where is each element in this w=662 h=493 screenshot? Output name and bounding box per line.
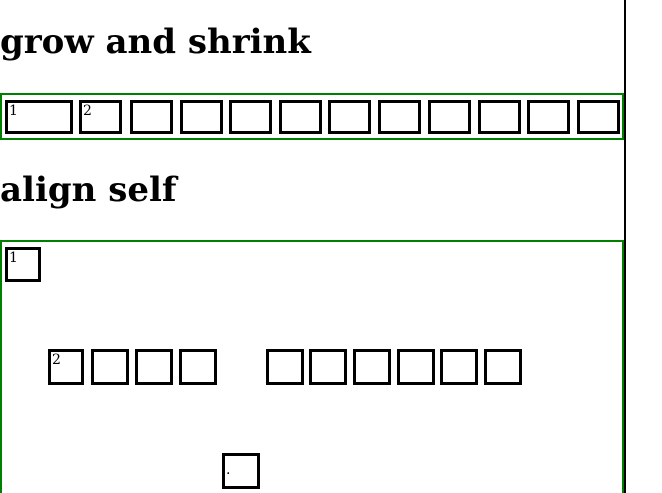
grow-item-12 [577,100,620,134]
align-self-heading: align self [0,170,177,210]
align-item-3 [91,349,129,385]
grow-shrink-flex-container: 1 2 [0,93,624,140]
grow-item-2: 2 [79,100,122,134]
align-item-8 [353,349,391,385]
align-item-9 [397,349,435,385]
grow-item-5 [229,100,272,134]
align-item-5 [179,349,217,385]
align-item-7 [309,349,347,385]
align-self-flex-container: 1 2 . [0,240,624,493]
align-item-10 [440,349,478,385]
align-item-2: 2 [48,349,84,385]
align-item-6 [266,349,304,385]
grow-item-4 [180,100,223,134]
grow-item-3 [130,100,173,134]
align-item-1: 1 [5,247,41,282]
grow-item-8 [378,100,421,134]
align-item-4 [135,349,173,385]
grow-item-9 [428,100,471,134]
grow-item-6 [279,100,322,134]
grow-item-10 [478,100,521,134]
grow-and-shrink-heading: grow and shrink [0,22,311,62]
align-item-12: . [222,453,260,489]
viewport-edge-divider [624,0,626,493]
align-item-11 [484,349,522,385]
grow-item-7 [328,100,371,134]
grow-item-11 [527,100,570,134]
grow-item-1: 1 [5,100,73,134]
